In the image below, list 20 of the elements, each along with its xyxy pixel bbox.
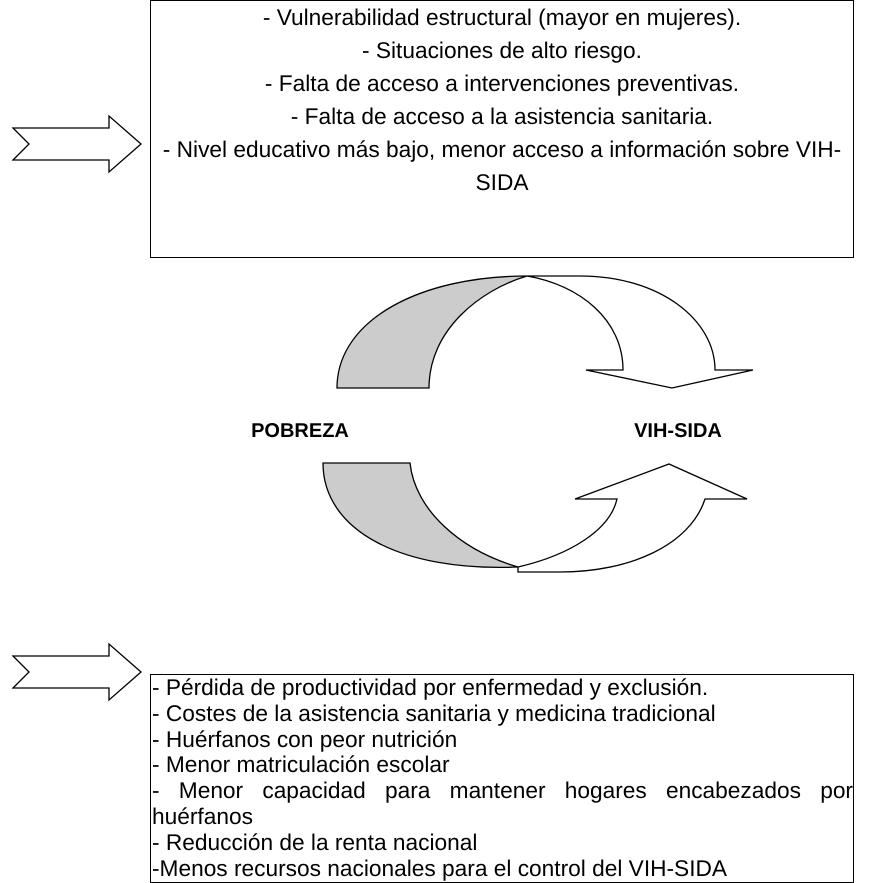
curved-arrow — [336, 275, 754, 389]
list-item: - Falta de acceso a intervenciones preventivas. — [264, 69, 740, 98]
list-item: - Costes de la asistencia sanitaria y medicina tradicional — [152, 700, 717, 727]
list-item: - Menor matriculación escolar — [152, 752, 451, 778]
concept-label: POBREZA — [251, 420, 349, 442]
list-item: - Nivel educativo más bajo, menor acceso a información sobre VIH-SIDA — [162, 135, 842, 197]
text-box — [150, 0, 854, 258]
list-item: - Huérfanos con peor nutrición — [152, 726, 458, 752]
list-item: - Pérdida de productividad por enfermedad y exclusión. — [152, 675, 710, 701]
concept-label: VIH-SIDA — [634, 420, 722, 442]
curved-arrow — [322, 462, 748, 573]
list-item: - Reducción de la renta nacional — [152, 830, 478, 856]
text-box — [150, 674, 854, 883]
block-arrow — [11, 114, 142, 174]
list-item: - Falta de acceso a la asistencia sanitaria. — [290, 102, 714, 131]
list-item: - Vulnerabilidad estructural (mayor en mujeres). — [262, 3, 742, 32]
block-arrow — [11, 642, 142, 702]
list-item: - Menor capacidad para mantener hogares encabezados por huérfanos — [152, 778, 853, 830]
list-item: -Menos recursos nacionales para el control del VIH-SIDA — [152, 856, 728, 882]
list-item: - Situaciones de alto riesgo. — [361, 36, 643, 65]
